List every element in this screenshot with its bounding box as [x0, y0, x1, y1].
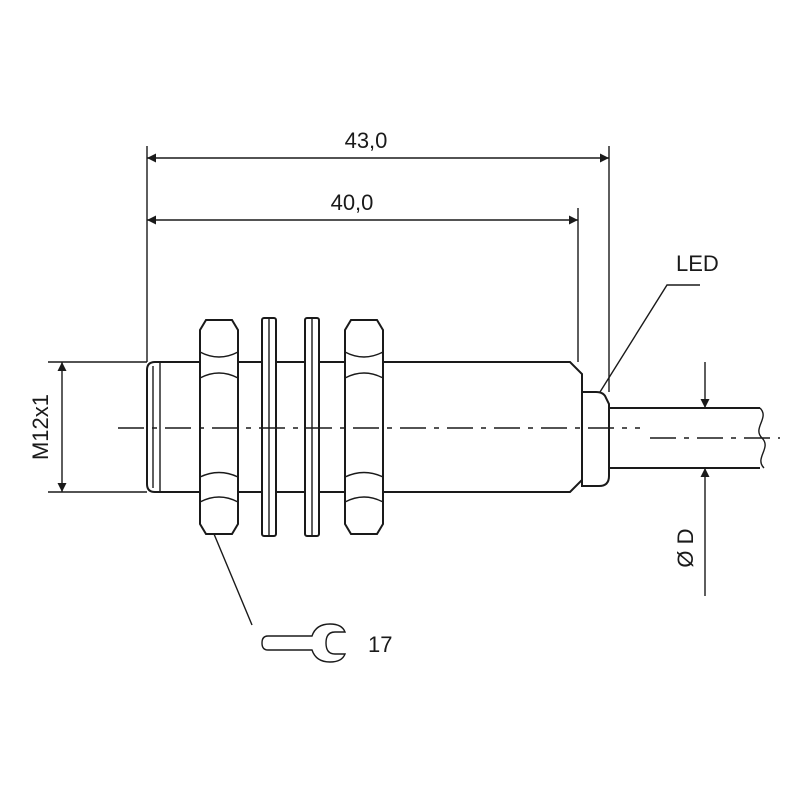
overall-length-dimension: 43,0 — [147, 128, 609, 163]
thread-length-label: 40,0 — [331, 190, 374, 215]
wrench-size-label: 17 — [368, 632, 392, 657]
wrench-callout: 17 — [213, 533, 392, 663]
thread-length-dimension: 40,0 — [147, 190, 578, 225]
extension-lines — [146, 146, 610, 392]
hex-nut-right — [344, 319, 384, 535]
led-label: LED — [676, 251, 719, 276]
hex-nut-left — [199, 319, 239, 535]
wrench-icon — [261, 623, 347, 663]
thread-size-label: M12x1 — [28, 394, 53, 460]
cable-diameter-dimension: Ø D — [673, 362, 710, 596]
cable-diameter-label: Ø D — [673, 528, 698, 567]
lock-washer-right — [304, 317, 320, 537]
thread-size-dimension: M12x1 — [28, 361, 147, 493]
led-callout: LED — [599, 251, 719, 393]
overall-length-label: 43,0 — [345, 128, 388, 153]
lock-washer-left — [261, 317, 277, 537]
led-cap — [581, 391, 610, 487]
